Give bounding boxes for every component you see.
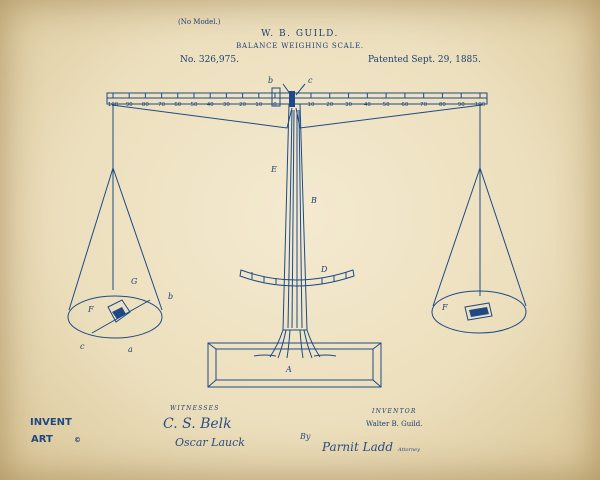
label-B: B [310, 196, 317, 205]
witnesses-label: WITNESSES [170, 405, 220, 412]
label-b: b [168, 292, 173, 301]
label-F-left: F [87, 305, 94, 314]
label-a: a [128, 345, 133, 354]
attorney-signature: Parnit Ladd [322, 440, 394, 454]
patent-title: BALANCE WEIGHING SCALE. [236, 42, 364, 50]
logo-line-2: ART [31, 434, 53, 445]
beam-tick-left-1: 90 [126, 102, 133, 108]
copyright-icon: © [74, 436, 81, 444]
by-label: By [300, 432, 311, 441]
witness-signature-2: Oscar Lauck [175, 436, 245, 449]
scale-base [207, 342, 382, 388]
label-A: A [285, 365, 292, 374]
beam-tick-left-6: 40 [207, 102, 214, 108]
beam-label-c: c [308, 76, 313, 85]
label-c: c [80, 342, 85, 351]
beam-label-b: b [268, 76, 273, 85]
attorney-label: Attorney [398, 447, 420, 453]
beam-tick-right-5: 60 [401, 102, 408, 108]
inventor-label: INVENTOR [372, 408, 417, 415]
patent-date: Patented Sept. 29, 1885. [368, 55, 481, 65]
label-D: D [320, 265, 328, 274]
right-pan [431, 104, 527, 334]
beam-tick-left-10: 0 [273, 102, 277, 108]
beam-tick-left-2: 80 [142, 102, 149, 108]
beam-tick-right-0: 10 [308, 102, 315, 108]
inventor-name: Walter B. Guild. [366, 420, 423, 428]
beam-tick-left-7: 30 [223, 102, 230, 108]
beam-tick-left-5: 50 [191, 102, 198, 108]
beam-tick-left-4: 60 [174, 102, 181, 108]
beam-tick-right-3: 40 [364, 102, 371, 108]
beam-tick-left-9: 10 [255, 102, 262, 108]
beam-tick-right-1: 20 [326, 102, 333, 108]
beam-tick-right-7: 80 [439, 102, 446, 108]
beam-tick-left-3: 70 [158, 102, 165, 108]
beam-tick-right-2: 30 [345, 102, 352, 108]
beam-tick-right-4: 50 [383, 102, 390, 108]
beam-tick-left-8: 20 [239, 102, 246, 108]
crescent-arm [239, 269, 355, 287]
inventor-header: W. B. GUILD. [261, 29, 339, 39]
scale-column [253, 103, 337, 359]
label-F-right: F [441, 303, 448, 312]
model-note: (No Model.) [178, 18, 221, 26]
label-G: G [131, 277, 138, 286]
patent-number: No. 326,975. [180, 55, 239, 65]
logo-line-1: INVENT [30, 417, 72, 428]
label-E: E [270, 165, 277, 174]
beam-tick-right-6: 70 [420, 102, 427, 108]
witness-signature-1: C. S. Belk [163, 416, 232, 432]
left-pan [67, 104, 163, 339]
beam-tick-right-8: 90 [458, 102, 465, 108]
